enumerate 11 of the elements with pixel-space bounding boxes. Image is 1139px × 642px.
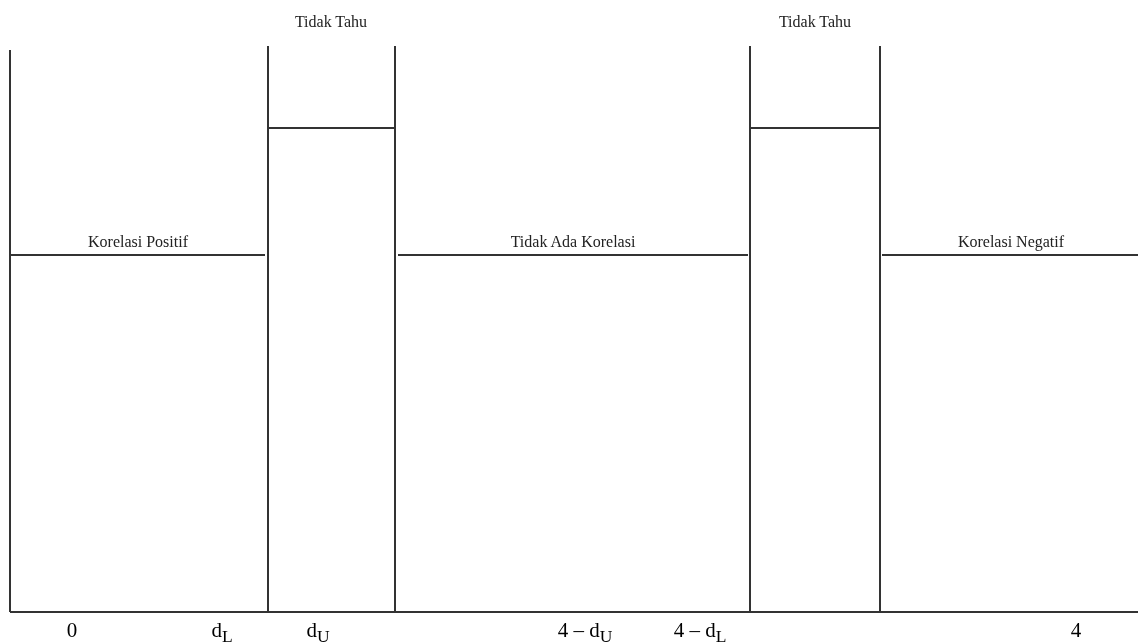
region-label: Tidak Tahu: [294, 14, 368, 30]
axis-tick-label: 4 – d$_{L}$: [673, 620, 727, 642]
axis-tick-label: d$_{U}$: [306, 620, 330, 642]
axis-tick-label: d$_{L}$: [211, 620, 233, 642]
region-label: Tidak Tahu: [778, 14, 852, 30]
region-label: Tidak Ada Korelasi: [510, 234, 636, 250]
region-label: Korelasi Negatif: [957, 234, 1065, 250]
axis-tick-label: 4 – d$_{U}$: [557, 620, 613, 642]
axis-tick-label: 0: [66, 620, 78, 641]
region-label: Korelasi Positif: [88, 234, 188, 250]
axis-tick-label: 4: [1070, 620, 1082, 641]
